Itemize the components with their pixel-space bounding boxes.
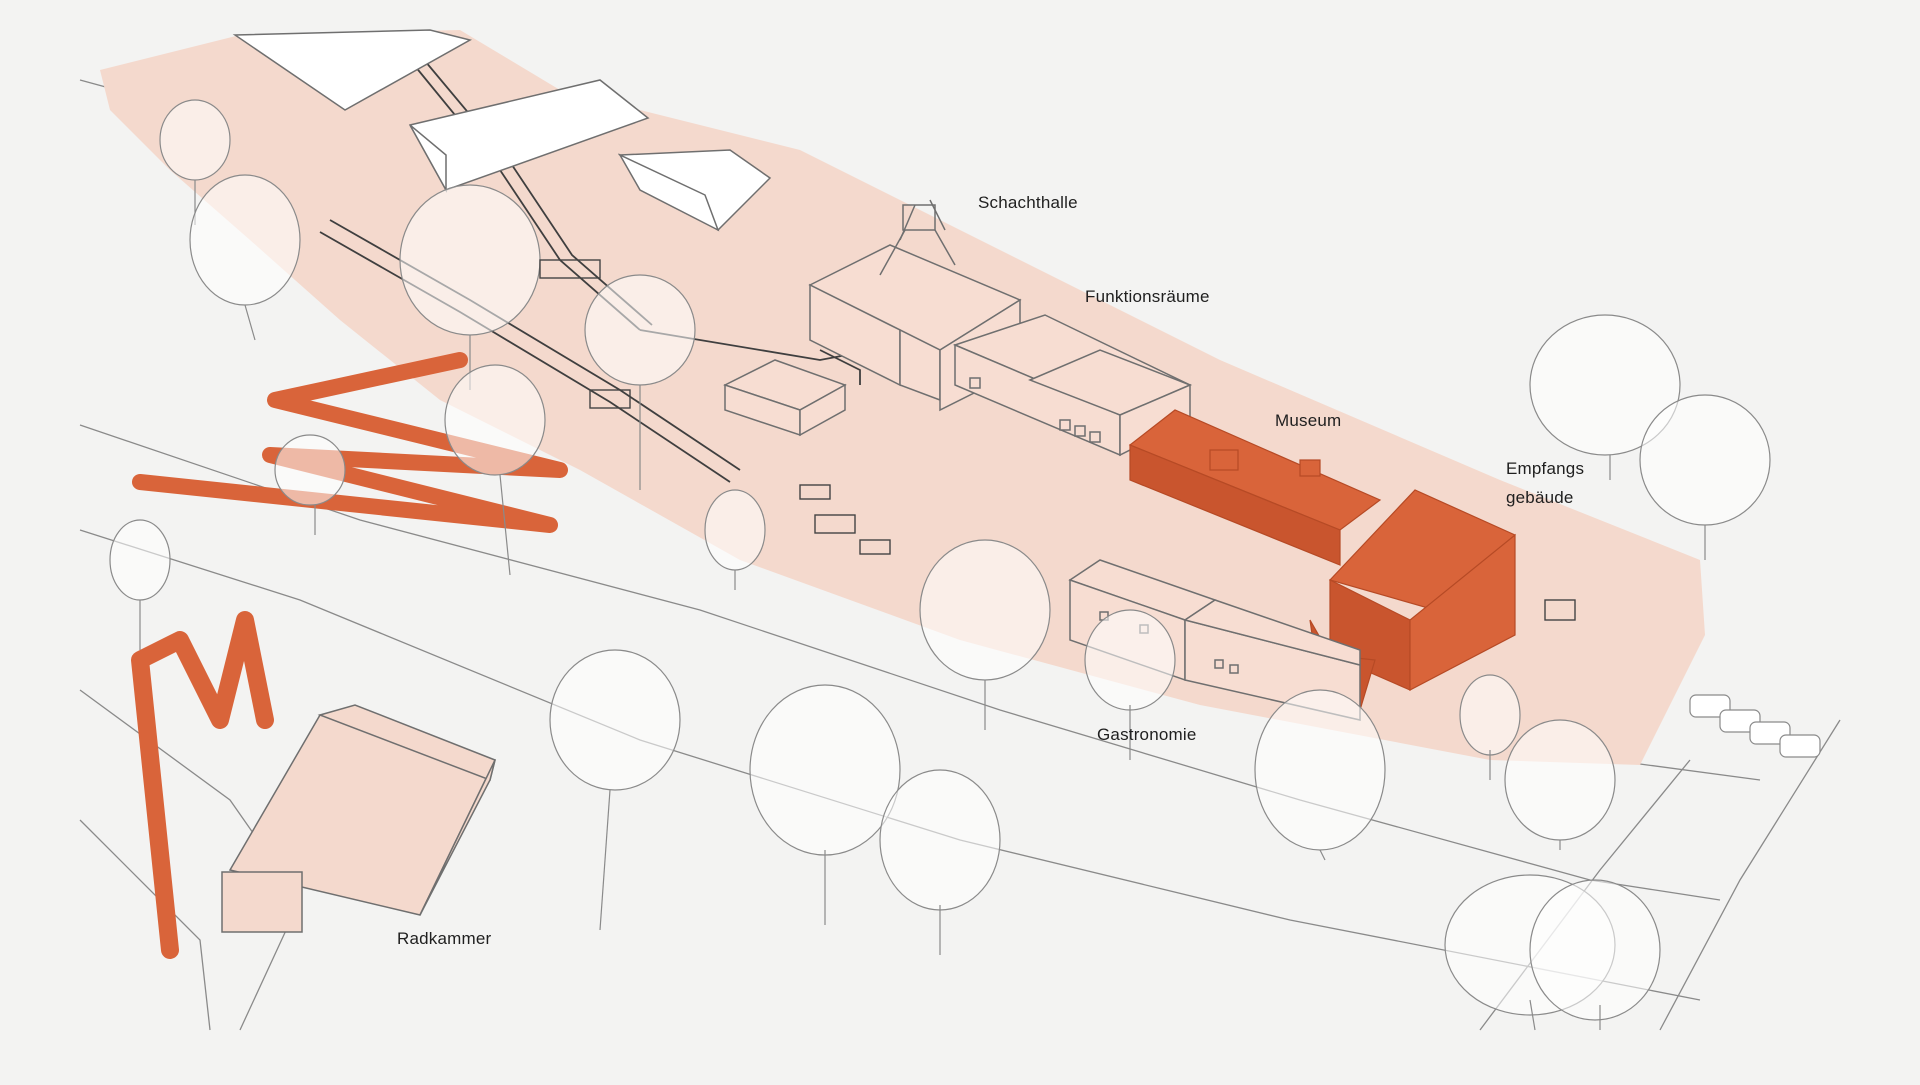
label-radkammer: Radkammer — [397, 929, 492, 948]
orange-ramp — [131, 352, 568, 959]
label-museum: Museum — [1275, 411, 1342, 430]
label-empfangs: Empfangs — [1506, 459, 1585, 478]
trees — [109, 99, 1771, 1031]
white-buildings — [232, 29, 772, 232]
radkammer-building — [221, 704, 497, 933]
mining-machinery — [539, 259, 1576, 621]
label-gastronomie: Gastronomie — [1097, 725, 1197, 744]
label-funktionsraeume: Funktionsräume — [1085, 287, 1210, 306]
label-gebaeude: gebäude — [1506, 488, 1574, 507]
museum-building — [1128, 409, 1382, 566]
small-building — [723, 359, 847, 437]
funktionsraeume-building — [952, 314, 1192, 457]
label-schachthalle: Schachthalle — [978, 193, 1078, 212]
parked-cars — [1689, 694, 1821, 758]
